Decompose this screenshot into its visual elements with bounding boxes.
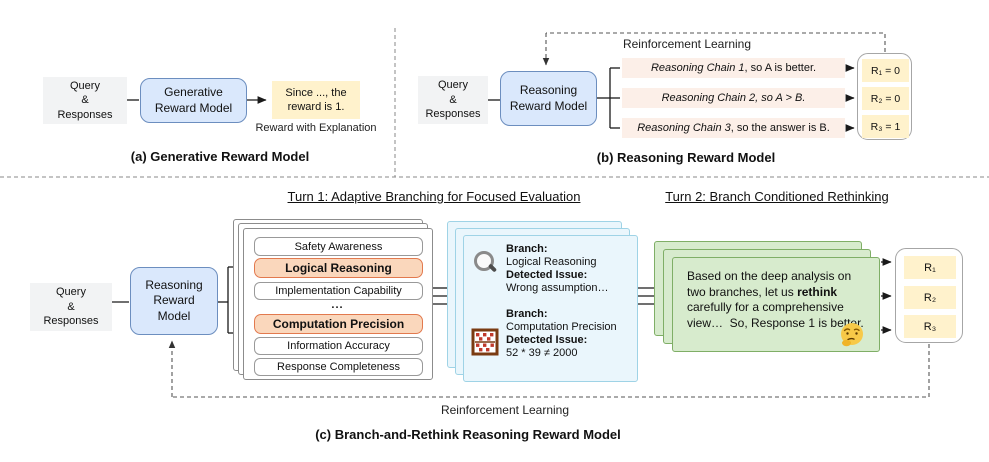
rl-label-b: Reinforcement Learning <box>622 37 752 51</box>
branch-1-issue-label: Detected Issue: <box>506 269 588 281</box>
thinking-face-icon <box>841 323 863 347</box>
reward-badge-r2: R₂ = 0 <box>862 87 909 110</box>
panel-b-connectors <box>488 64 855 132</box>
reasoning-chain-3: Reasoning Chain 3, so the answer is B. <box>622 118 845 138</box>
dimension-information-accuracy: Information Accuracy <box>254 337 423 355</box>
reward-badge-c-r1: R₁ <box>904 256 956 279</box>
turn-2-header: Turn 2: Branch Conditioned Rethinking <box>665 189 889 204</box>
branch-2-issue-label: Detected Issue: <box>506 334 588 346</box>
reward-badge-r3: R₃ = 1 <box>862 115 909 138</box>
rl-label-c: Reinforcement Learning <box>440 403 570 417</box>
reward-explanation-box: Since ..., the reward is 1. <box>272 81 360 119</box>
dimension-computation-precision: Computation Precision <box>254 314 423 334</box>
rethink-text-start: Based on the deep analysis on two branch… <box>687 269 855 299</box>
branch-card-front: Branch: Logical Reasoning Detected Issue… <box>463 235 638 382</box>
reasoning-chain-2: Reasoning Chain 2, so A > B. <box>622 88 845 108</box>
reasoning-chain-1: Reasoning Chain 1, so A is better. <box>622 58 845 78</box>
branch-issue-card-stack: Branch: Logical Reasoning Detected Issue… <box>447 221 639 383</box>
abacus-icon <box>471 328 499 356</box>
reward-explanation-caption: Reward with Explanation <box>255 122 377 134</box>
reward-badge-r1: R₁ = 0 <box>862 59 909 82</box>
dimension-card-stack: Safety Awareness Logical Reasoning Imple… <box>233 219 433 380</box>
rethink-card-front: Based on the deep analysis on two branch… <box>672 257 880 352</box>
reward-container-c: R₁ R₂ R₃ <box>895 248 963 343</box>
query-responses-box-c: Query & Responses <box>30 283 112 331</box>
rl-loop-c <box>168 340 930 398</box>
reasoning-reward-model-box-c: Reasoning Reward Model <box>130 267 218 335</box>
rethink-card-stack: Based on the deep analysis on two branch… <box>654 241 884 354</box>
branch-1-issue-detail: Wrong assumption… <box>506 282 609 294</box>
rethink-text-end: carefully for a comprehensive view… So, … <box>687 284 864 330</box>
chain-3-italic: Reasoning Chain 3 <box>637 121 731 134</box>
dimension-response-completeness: Response Completeness <box>254 358 423 376</box>
branch-1-name: Logical Reasoning <box>506 256 597 268</box>
turn-1-header: Turn 1: Adaptive Branching for Focused E… <box>287 189 581 204</box>
rethink-text: Based on the deep analysis on two branch… <box>687 269 867 331</box>
query-responses-box-a: Query & Responses <box>43 77 127 124</box>
reward-badge-c-r2: R₂ <box>904 286 956 309</box>
chain-3-rest: , so the answer is B. <box>730 121 830 134</box>
panel-b-caption: (b) Reasoning Reward Model <box>596 150 776 165</box>
reasoning-reward-model-box-b: Reasoning Reward Model <box>500 71 597 126</box>
dimension-card-front: Safety Awareness Logical Reasoning Imple… <box>243 228 433 380</box>
branch-2-name: Computation Precision <box>506 321 617 333</box>
branch-2-label: Branch: <box>506 308 548 320</box>
reward-container-b: R₁ = 0 R₂ = 0 R₃ = 1 <box>857 53 912 140</box>
panel-a-caption: (a) Generative Reward Model <box>130 149 310 164</box>
dimension-safety-awareness: Safety Awareness <box>254 237 423 256</box>
chain-2-italic: Reasoning Chain 2, so A > B. <box>661 91 806 104</box>
rethink-text-bold: rethink <box>797 284 838 299</box>
dimension-implementation-capability: Implementation Capability <box>254 282 423 300</box>
dimension-ellipsis: ... <box>331 299 344 311</box>
generative-reward-model-box: Generative Reward Model <box>140 78 247 123</box>
chain-1-rest: , so A is better. <box>744 61 817 74</box>
panel-c-caption: (c) Branch-and-Rethink Reasoning Reward … <box>315 427 621 442</box>
panel-divider-lines <box>0 28 989 178</box>
branch-2-issue-detail: 52 * 39 ≠ 2000 <box>506 347 578 359</box>
query-responses-box-b: Query & Responses <box>418 76 488 124</box>
branch-1-label: Branch: <box>506 243 548 255</box>
dimension-logical-reasoning: Logical Reasoning <box>254 258 423 278</box>
reward-badge-c-r3: R₃ <box>904 315 956 338</box>
rl-loop-b <box>542 32 886 66</box>
chain-1-italic: Reasoning Chain 1 <box>650 61 745 74</box>
magnifier-icon <box>473 250 498 274</box>
